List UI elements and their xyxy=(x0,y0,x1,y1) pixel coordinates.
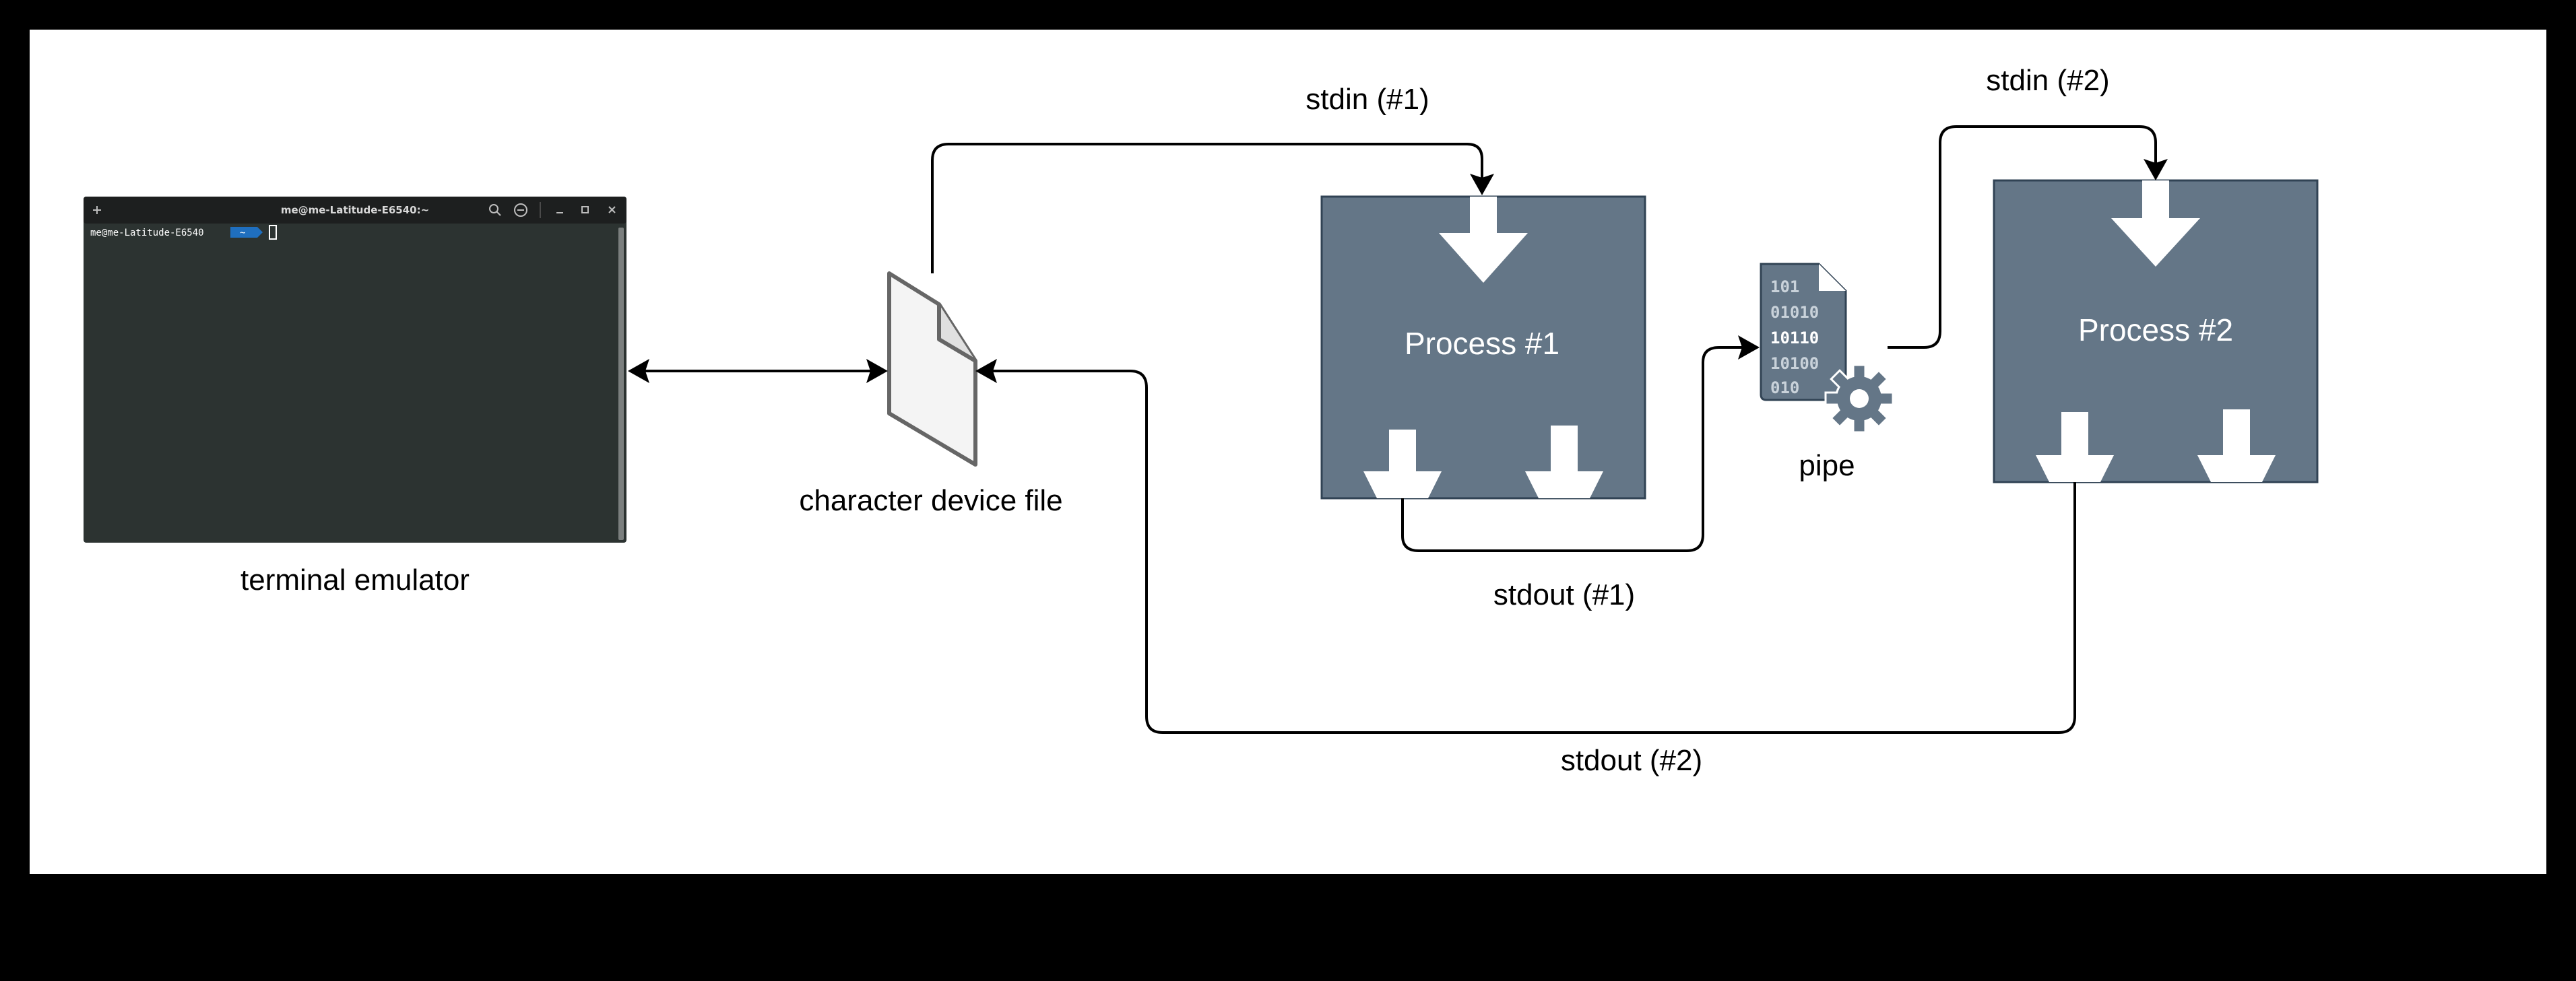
pipe-label: pipe xyxy=(1799,449,1855,482)
stderr-port-icon xyxy=(2197,409,2276,482)
terminal-emulator: me@me-Latitude-E6540:~ me@me-Latitude-E6… xyxy=(84,197,626,543)
stdin-port-icon xyxy=(1439,197,1528,283)
menu-icon[interactable] xyxy=(514,203,527,217)
terminal-scrollbar[interactable] xyxy=(618,228,624,540)
stdin-1-label: stdin (#1) xyxy=(1306,83,1429,116)
process-2-label: Process #2 xyxy=(2078,312,2233,347)
stdin-port-icon xyxy=(2111,180,2200,267)
binary-file-gear-icon: 101 01010 10110 10100 010 xyxy=(1760,263,1894,434)
stdout-port-icon xyxy=(1363,430,1442,498)
connectors xyxy=(639,125,2157,734)
terminal-window xyxy=(84,197,626,543)
stdout-1-flow xyxy=(1401,346,1745,552)
search-icon[interactable] xyxy=(489,204,501,216)
stdin-1-flow xyxy=(931,143,1483,273)
arrowheads xyxy=(628,159,2168,383)
process-2-box: Process #2 xyxy=(1993,179,2319,483)
stdout-2-label: stdout (#2) xyxy=(1561,744,1702,777)
arrowhead xyxy=(1470,174,1494,195)
arrowhead xyxy=(628,359,649,383)
binary-row: 101 xyxy=(1770,277,1799,296)
arrowhead xyxy=(975,359,997,383)
terminal-prompt-path: ~ xyxy=(240,228,245,238)
binary-row: 01010 xyxy=(1770,303,1819,322)
stdin-2-flow xyxy=(1888,125,2157,349)
close-icon[interactable] xyxy=(608,206,616,213)
arrowhead xyxy=(1738,335,1760,360)
file-icon xyxy=(887,271,977,467)
terminal-emulator-label: terminal emulator xyxy=(240,564,470,597)
new-tab-icon[interactable] xyxy=(93,206,101,214)
process-1-label: Process #1 xyxy=(1405,326,1559,361)
stderr-port-icon xyxy=(1525,426,1603,498)
terminal-prompt-host: me@me-Latitude-E6540 xyxy=(90,228,204,238)
maximize-icon[interactable] xyxy=(581,206,589,213)
binary-row: 10100 xyxy=(1770,354,1819,373)
binary-row: 10110 xyxy=(1770,329,1819,347)
stdout-2-flow xyxy=(988,370,2076,734)
stdout-port-icon xyxy=(2036,412,2114,482)
terminal-cursor xyxy=(269,225,277,240)
stdin-2-label: stdin (#2) xyxy=(1986,64,2109,97)
binary-row: 010 xyxy=(1770,378,1799,397)
arrowhead xyxy=(866,359,888,383)
stdout-1-label: stdout (#1) xyxy=(1493,578,1635,611)
gear-icon xyxy=(1824,364,1894,434)
process-1-box: Process #1 xyxy=(1320,195,1646,500)
terminal-titlebar xyxy=(84,197,626,224)
prompt-path-badge xyxy=(230,227,263,238)
arrowhead xyxy=(2144,159,2168,180)
device-file-label: character device file xyxy=(799,484,1062,517)
terminal-window-title: me@me-Latitude-E6540:~ xyxy=(281,204,429,216)
